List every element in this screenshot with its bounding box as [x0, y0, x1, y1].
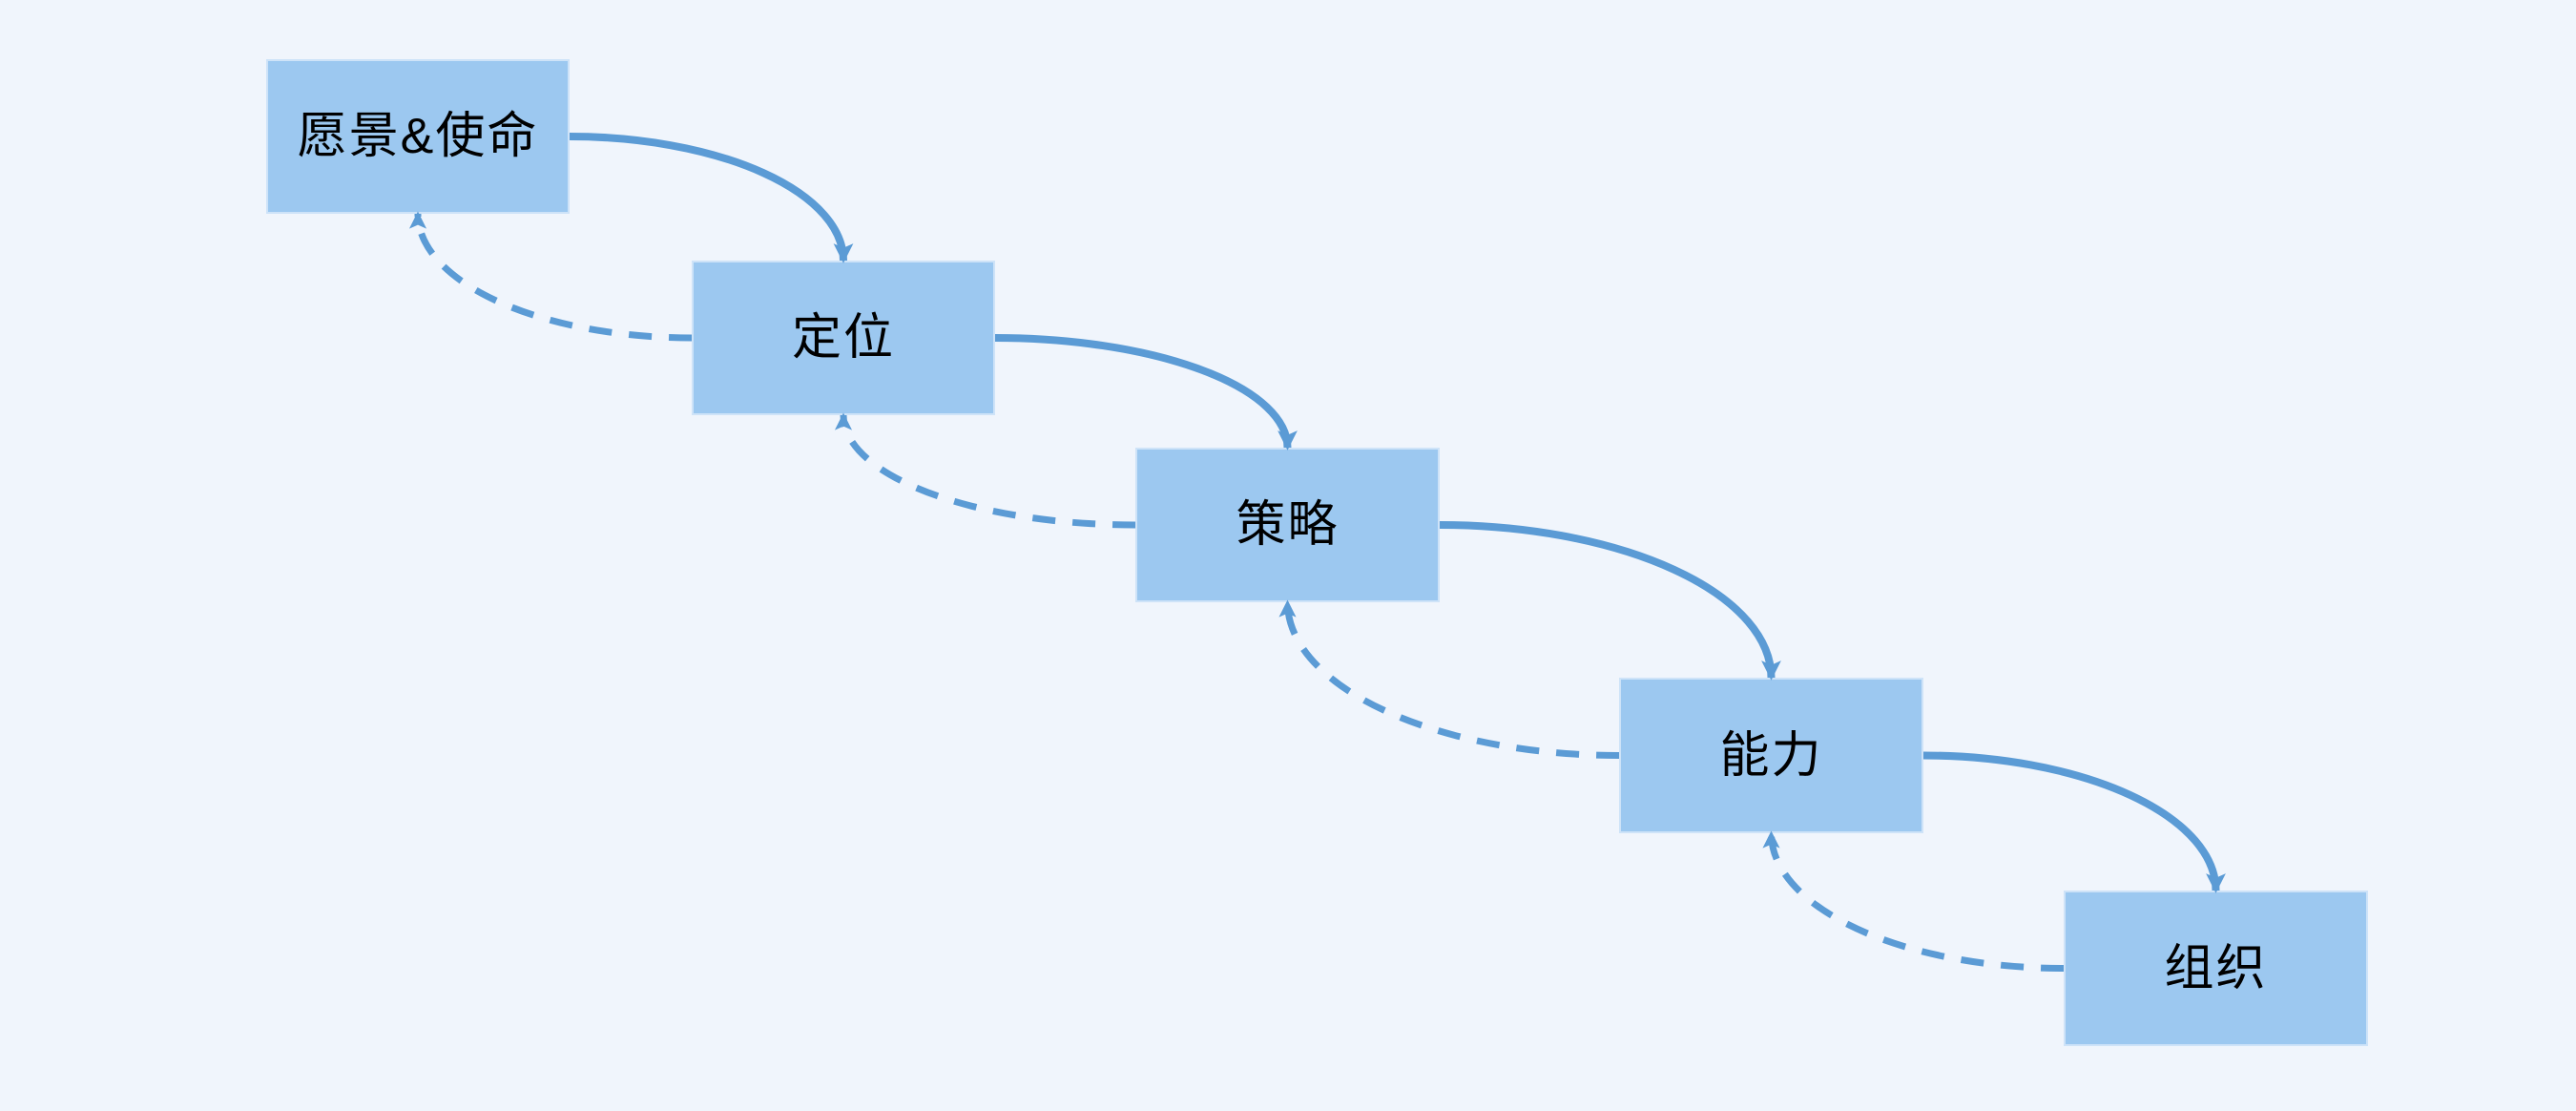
node-label: 定位 [791, 310, 895, 366]
node-positioning[interactable]: 定位 [692, 261, 995, 415]
node-strategy[interactable]: 策略 [1135, 448, 1440, 602]
node-organization[interactable]: 组织 [2064, 891, 2368, 1046]
edge-capability-to-strategy [1278, 599, 1620, 759]
node-label: 能力 [1719, 727, 1823, 784]
node-label: 组织 [2164, 940, 2268, 996]
edge-strategy-to-positioning [834, 412, 1136, 529]
node-capability[interactable]: 能力 [1619, 678, 1923, 833]
edge-vision-mission-to-positioning [569, 133, 854, 263]
edge-organization-to-capability [1762, 830, 2065, 972]
edge-positioning-to-strategy [994, 334, 1298, 451]
node-label: 策略 [1236, 497, 1340, 553]
node-vision-mission[interactable]: 愿景&使命 [266, 59, 570, 214]
node-label: 愿景&使命 [297, 109, 539, 164]
edge-positioning-to-vision-mission [408, 211, 693, 342]
edge-capability-to-organization [1922, 751, 2226, 893]
edge-strategy-to-capability [1439, 521, 1781, 681]
